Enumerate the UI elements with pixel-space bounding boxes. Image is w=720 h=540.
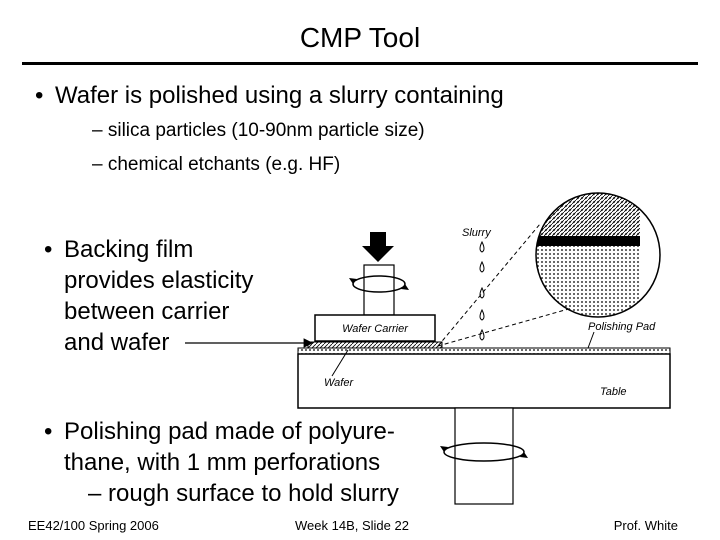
bullet-backing-film: • Backing film provides elasticity betwe…: [44, 234, 304, 358]
bullet-glyph: •: [44, 418, 53, 445]
slurry-drop: [479, 286, 485, 299]
footer-slide-number: Week 14B, Slide 22: [295, 518, 409, 533]
wafer-label: Wafer: [324, 377, 354, 389]
magnified-inset: [535, 192, 661, 318]
footer-author: Prof. White: [613, 518, 678, 533]
title-divider: [22, 62, 698, 65]
magnification-lines: [437, 223, 573, 347]
bullet-backing-line: provides elasticity: [64, 267, 254, 294]
wafer-carrier-label: Wafer Carrier: [342, 323, 409, 335]
bullet-glyph: •: [35, 82, 44, 109]
sub-bullet-rough-surface: – rough surface to hold slurry: [88, 480, 399, 507]
wafer-carrier: [314, 314, 436, 342]
slurry-label: Slurry: [462, 227, 492, 239]
footer-course: EE42/100 Spring 2006: [28, 518, 159, 533]
slurry-drop: [479, 328, 485, 341]
sub-bullet-silica: – silica particles (10-90nm particle siz…: [92, 120, 425, 141]
bullet-pad-line: Polishing pad made of polyure-: [64, 418, 395, 445]
bullet-glyph: •: [44, 236, 53, 263]
polishing-pad: [297, 347, 671, 355]
table: [297, 353, 671, 409]
carrier-shaft: [363, 264, 395, 316]
bullet-backing-line: Backing film: [64, 236, 194, 263]
wafer-leader-line: [331, 349, 349, 377]
bullet-slurry: • Wafer is polished using a slurry conta…: [35, 80, 504, 111]
bullet-pad-line: thane, with 1 mm perforations: [64, 449, 381, 476]
wafer: [307, 341, 443, 349]
bullet-backing-line: between carrier: [64, 298, 230, 325]
table-label: Table: [600, 386, 627, 398]
carrier-rotation-arrow: [349, 275, 409, 293]
bullet-polishing-pad: • Polishing pad made of polyure- thane, …: [44, 416, 444, 509]
bullet-slurry-text: Wafer is polished using a slurry contain…: [55, 82, 504, 109]
table-shaft: [454, 407, 514, 505]
pad-leader-line: [587, 331, 595, 349]
sub-bullet-etchants: – chemical etchants (e.g. HF): [92, 154, 341, 175]
pressure-arrow: [362, 232, 394, 262]
bullet-backing-line: and wafer: [64, 329, 170, 356]
table-rotation-arrow: [440, 442, 528, 462]
slurry-drop: [479, 260, 485, 273]
slurry-drop: [479, 240, 485, 253]
polishing-pad-label: Polishing Pad: [588, 321, 656, 333]
slide-title: CMP Tool: [299, 22, 421, 53]
slurry-drop: [479, 308, 485, 321]
